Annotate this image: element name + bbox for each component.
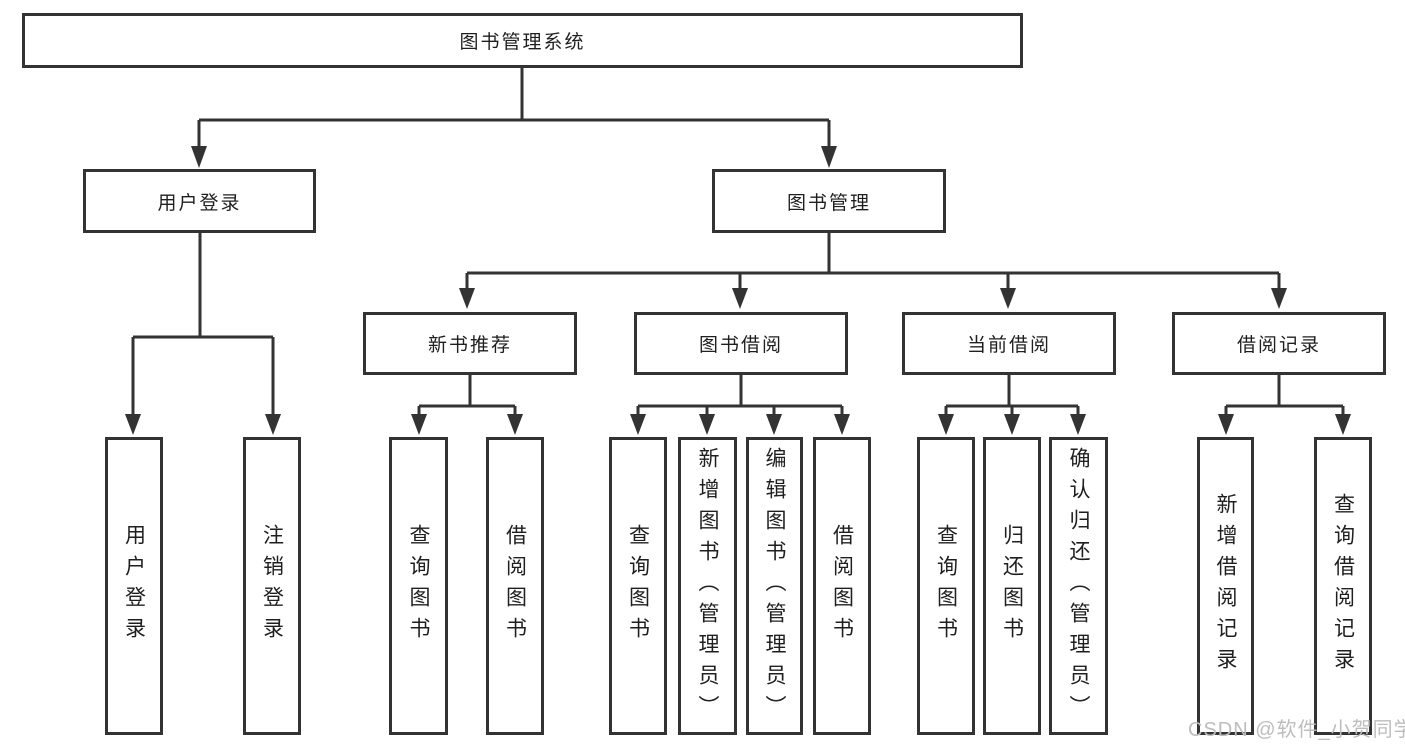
connector-book-borrow-children — [630, 375, 850, 435]
node-label: 借阅图书 — [503, 524, 527, 648]
node-label: 查询图书 — [934, 524, 958, 648]
node-label: 查询图书 — [626, 524, 650, 648]
node-label: 编辑图书（管理员） — [763, 446, 786, 726]
node-label: 注销登录 — [260, 524, 284, 648]
node-book-management-branch: 图书管理 — [712, 169, 946, 233]
node-label: 图书管理系统 — [459, 32, 586, 53]
node-query-books-borrowing: 查询图书 — [609, 437, 667, 735]
node-return-books: 归还图书 — [983, 437, 1041, 735]
connector-book-mgmt-modules — [459, 233, 1287, 309]
connector-borrow-records-children — [1218, 375, 1351, 435]
node-new-book-recommend: 新书推荐 — [363, 312, 577, 375]
node-add-book-admin: 新增图书（管理员） — [678, 437, 737, 735]
connector-current-borrow-children — [938, 375, 1086, 435]
node-user-login-branch: 用户登录 — [83, 169, 316, 233]
node-label: 新增借阅记录 — [1214, 493, 1237, 679]
connector-root-to-level2 — [191, 68, 837, 168]
node-label: 新增图书（管理员） — [696, 446, 719, 726]
node-current-borrowing: 当前借阅 — [902, 312, 1116, 375]
node-label: 查询借阅记录 — [1331, 493, 1355, 679]
node-library-management-system: 图书管理系统 — [22, 13, 1023, 68]
node-label: 查询图书 — [407, 524, 430, 648]
connector-user-login-children — [125, 233, 281, 435]
node-edit-book-admin: 编辑图书（管理员） — [746, 437, 803, 735]
node-query-books-current: 查询图书 — [917, 437, 975, 735]
node-label: 当前借阅 — [966, 335, 1051, 356]
node-borrow-records: 借阅记录 — [1172, 312, 1386, 375]
node-label: 新书推荐 — [427, 335, 512, 356]
node-borrow-books: 借阅图书 — [813, 437, 871, 735]
node-label: 归还图书 — [1000, 524, 1024, 648]
node-label: 借阅图书 — [830, 524, 854, 648]
node-user-logout: 注销登录 — [243, 437, 301, 735]
node-query-borrow-record: 查询借阅记录 — [1314, 437, 1372, 735]
node-label: 用户登录 — [157, 192, 242, 214]
connector-new-books-children — [411, 375, 523, 435]
node-borrow-books-recommend: 借阅图书 — [486, 437, 544, 735]
csdn-watermark: CSDN @软件_小贺同学 — [1188, 719, 1405, 741]
node-label: 图书借阅 — [698, 335, 783, 356]
node-label: 确认归还（管理员） — [1067, 446, 1090, 726]
node-query-books-recommend: 查询图书 — [389, 437, 448, 735]
node-book-borrowing: 图书借阅 — [634, 312, 848, 375]
node-confirm-return-admin: 确认归还（管理员） — [1049, 437, 1108, 735]
node-label: 用户登录 — [122, 524, 146, 648]
node-label: 图书管理 — [786, 192, 871, 214]
node-label: 借阅记录 — [1236, 335, 1321, 356]
node-user-login: 用户登录 — [105, 437, 163, 735]
node-add-borrow-record: 新增借阅记录 — [1197, 437, 1254, 735]
